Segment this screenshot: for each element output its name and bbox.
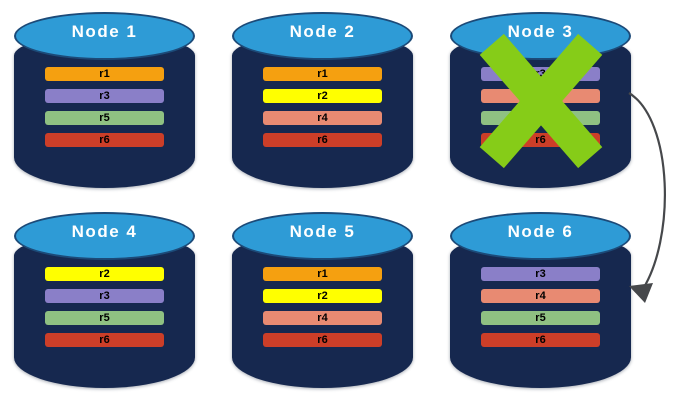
record-bar[interactable]: r3 (481, 267, 600, 281)
node-5[interactable]: Node 5 r1 r2 r4 r6 (232, 212, 413, 388)
record-bar[interactable]: r6 (481, 133, 600, 147)
node-6[interactable]: Node 6 r3 r4 r5 r6 (450, 212, 631, 388)
node-2-records: r1 r2 r4 r6 (263, 67, 382, 147)
node-2-top (232, 12, 413, 60)
record-bar[interactable]: r6 (45, 333, 164, 347)
record-bar[interactable]: r5 (45, 311, 164, 325)
node-3-records: r3 r4 r5 r6 (481, 67, 600, 147)
node-5-top (232, 212, 413, 260)
record-bar[interactable]: r6 (45, 133, 164, 147)
record-bar[interactable]: r6 (263, 333, 382, 347)
record-bar[interactable]: r4 (263, 111, 382, 125)
node-4-records: r2 r3 r5 r6 (45, 267, 164, 347)
node-2[interactable]: Node 2 r1 r2 r4 r6 (232, 12, 413, 188)
record-bar[interactable]: r5 (481, 111, 600, 125)
node-3[interactable]: Node 3 r3 r4 r5 r6 (450, 12, 631, 188)
record-bar[interactable]: r3 (481, 67, 600, 81)
record-bar[interactable]: r2 (45, 267, 164, 281)
node-6-top (450, 212, 631, 260)
node-4-top (14, 212, 195, 260)
failover-arrow-path (628, 92, 666, 293)
record-bar[interactable]: r4 (481, 89, 600, 103)
record-bar[interactable]: r1 (45, 67, 164, 81)
node-3-top (450, 12, 631, 60)
record-bar[interactable]: r5 (45, 111, 164, 125)
record-bar[interactable]: r2 (263, 89, 382, 103)
record-bar[interactable]: r4 (481, 289, 600, 303)
record-bar[interactable]: r1 (263, 67, 382, 81)
record-bar[interactable]: r3 (45, 89, 164, 103)
record-bar[interactable]: r1 (263, 267, 382, 281)
record-bar[interactable]: r2 (263, 289, 382, 303)
failover-arrow-head (629, 283, 653, 303)
node-5-records: r1 r2 r4 r6 (263, 267, 382, 347)
record-bar[interactable]: r4 (263, 311, 382, 325)
node-1-top (14, 12, 195, 60)
record-bar[interactable]: r3 (45, 289, 164, 303)
node-6-records: r3 r4 r5 r6 (481, 267, 600, 347)
node-4[interactable]: Node 4 r2 r3 r5 r6 (14, 212, 195, 388)
node-1-records: r1 r3 r5 r6 (45, 67, 164, 147)
record-bar[interactable]: r5 (481, 311, 600, 325)
node-1[interactable]: Node 1 r1 r3 r5 r6 (14, 12, 195, 188)
record-bar[interactable]: r6 (481, 333, 600, 347)
record-bar[interactable]: r6 (263, 133, 382, 147)
